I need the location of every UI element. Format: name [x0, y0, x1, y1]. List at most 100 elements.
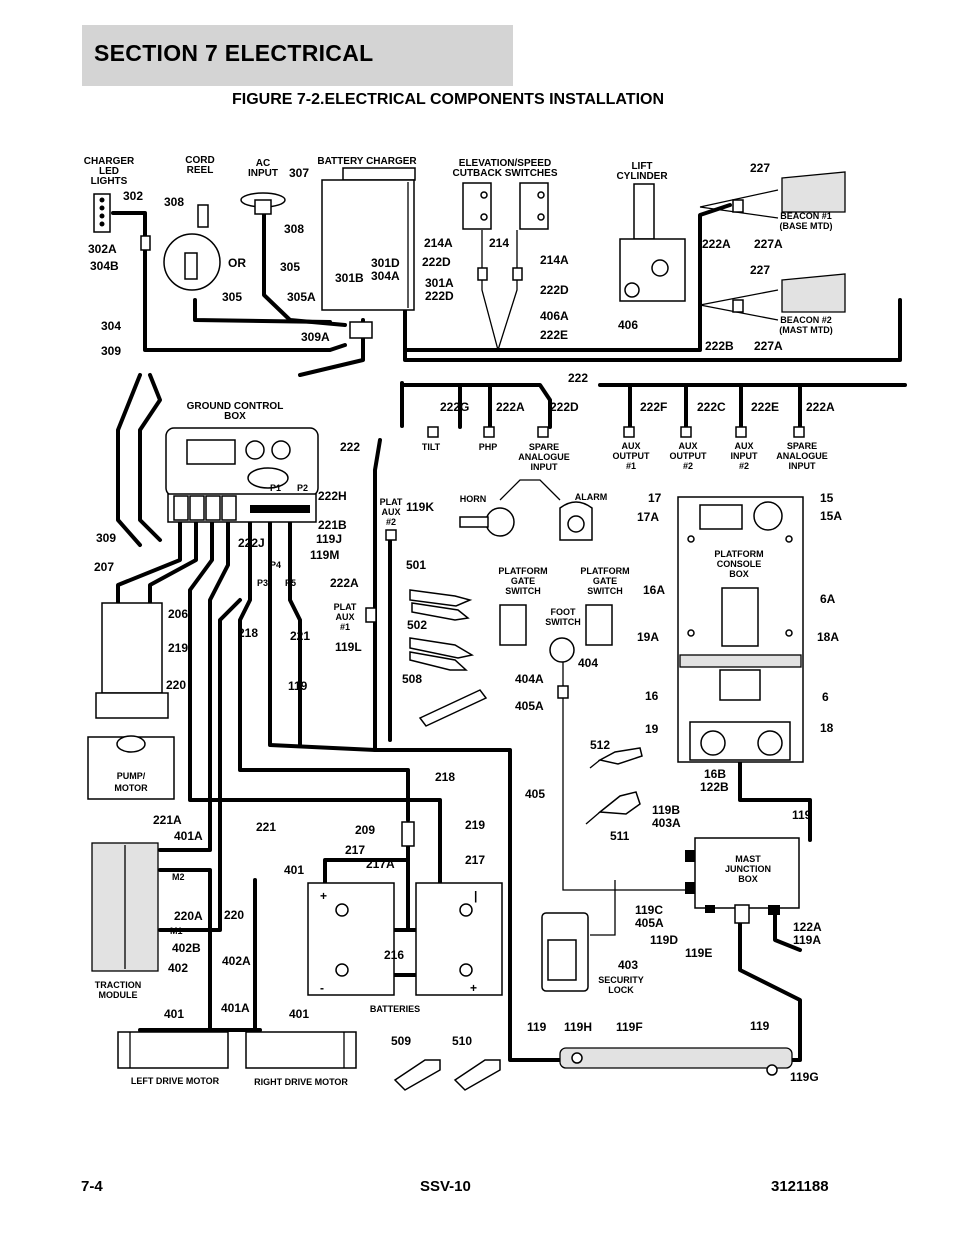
callout: 221B	[318, 518, 347, 532]
callout: 308	[284, 222, 304, 236]
label-pgs-2c: SWITCH	[587, 586, 623, 596]
callout: 227A	[754, 339, 783, 353]
label-pgs-2b: GATE	[593, 576, 617, 586]
label-batteries: BATTERIES	[370, 1004, 420, 1014]
callout: 405A	[635, 916, 664, 930]
callout: 222G	[440, 400, 469, 414]
callout: 220	[166, 678, 186, 692]
callout: 119L	[335, 640, 362, 654]
label-charger-led-2: LED	[99, 166, 119, 177]
right-drive-motor	[245, 1031, 357, 1069]
callout: 119K	[406, 500, 434, 514]
cable-chain	[559, 1047, 793, 1076]
tool-512-insertion	[589, 747, 643, 769]
label-spare-b2: ANALOGUE	[776, 451, 828, 461]
label-beacon-2a: BEACON #2	[780, 315, 832, 325]
callout: 216	[384, 948, 404, 962]
label-pcb-2: CONSOLE	[717, 559, 762, 569]
callout: 511	[610, 829, 630, 843]
callout: 214A	[424, 236, 453, 250]
php-connector	[483, 426, 495, 438]
label-aux-out-2c: #2	[683, 461, 693, 471]
callout: 404A	[515, 672, 544, 686]
callout: 15A	[820, 509, 842, 523]
tool-501-crimper	[409, 589, 473, 621]
callout: 119D	[650, 933, 678, 947]
tool-509-pin	[393, 1059, 441, 1091]
callout: P1	[270, 483, 281, 493]
callout: 214	[489, 236, 509, 250]
label-mjb-2: JUNCTION	[725, 864, 771, 874]
label-beacon-1b: (BASE MTD)	[780, 221, 833, 231]
footer-doc-number: 3121188	[771, 1178, 829, 1195]
callout: 309	[101, 344, 121, 358]
callout: 222A	[806, 400, 835, 414]
callout: 501	[406, 558, 426, 572]
callout: 220A	[174, 909, 203, 923]
callout: 217A	[366, 857, 395, 871]
callout: 401	[289, 1007, 309, 1021]
callout: 305	[280, 260, 300, 274]
callout: 304A	[371, 269, 400, 283]
callout: 405A	[515, 699, 544, 713]
callout: 119M	[310, 548, 339, 562]
callout: 119	[750, 1019, 770, 1033]
callout: 16B	[704, 767, 726, 781]
label-pcb-3: BOX	[729, 569, 749, 579]
aux-input-2-connector	[735, 426, 747, 438]
label-mjb-1: MAST	[735, 854, 761, 864]
label-aux-out-1a: AUX	[621, 441, 640, 451]
platform-console-box	[677, 496, 804, 763]
callout: 301A	[425, 276, 454, 290]
tilt-connector	[427, 426, 439, 438]
callout: 304	[101, 319, 121, 333]
traction-module	[91, 842, 159, 972]
callout: 509	[391, 1034, 411, 1048]
label-beacon-1a: BEACON #1	[780, 211, 832, 221]
fuse	[401, 821, 415, 847]
callout: 309	[96, 531, 116, 545]
callout: 218	[435, 770, 455, 784]
beacon-1	[732, 171, 846, 213]
label-aux-out-1c: #1	[626, 461, 636, 471]
callout: 19	[645, 722, 659, 736]
label-aux-out-2a: AUX	[678, 441, 697, 451]
label-lift-1: LIFT	[631, 161, 652, 172]
label-spare-3: INPUT	[531, 462, 559, 472]
label-spare-2: ANALOGUE	[518, 452, 570, 462]
label-pcb-1: PLATFORM	[714, 549, 763, 559]
callout: 308	[164, 195, 184, 209]
callout: P4	[270, 560, 281, 570]
callout: 16A	[643, 583, 665, 597]
pump-motor	[87, 602, 175, 800]
callout: 222E	[540, 328, 568, 342]
callout: 222A	[330, 576, 359, 590]
alarm	[559, 501, 593, 541]
callout: 402B	[172, 941, 201, 955]
label-tilt: TILT	[422, 442, 441, 452]
callout: 6A	[820, 592, 836, 606]
callout: 401A	[174, 829, 203, 843]
label-pump-1: PUMP/	[117, 771, 146, 781]
callout: 222	[568, 371, 588, 385]
callout: 214A	[540, 253, 569, 267]
callout: 19A	[637, 630, 659, 644]
elevation-cutback-switches	[462, 182, 549, 351]
tool-502-crimper	[409, 637, 475, 671]
callout: 405	[525, 787, 545, 801]
callout: 207	[94, 560, 114, 574]
callout: 119F	[616, 1020, 643, 1034]
callout: 119J	[316, 532, 342, 546]
callout: 17	[648, 491, 662, 505]
callout: 17A	[637, 510, 659, 524]
label-security-2: LOCK	[608, 985, 634, 995]
label-gcb-2: BOX	[224, 411, 246, 422]
callout: 222E	[751, 400, 779, 414]
callout: 119B	[652, 803, 680, 817]
label-m1: M1	[170, 926, 183, 936]
label-m2: M2	[172, 872, 185, 882]
label-plat-aux-1b: AUX	[335, 612, 354, 622]
tool-510-pin	[453, 1059, 501, 1091]
callout: 302A	[88, 242, 117, 256]
